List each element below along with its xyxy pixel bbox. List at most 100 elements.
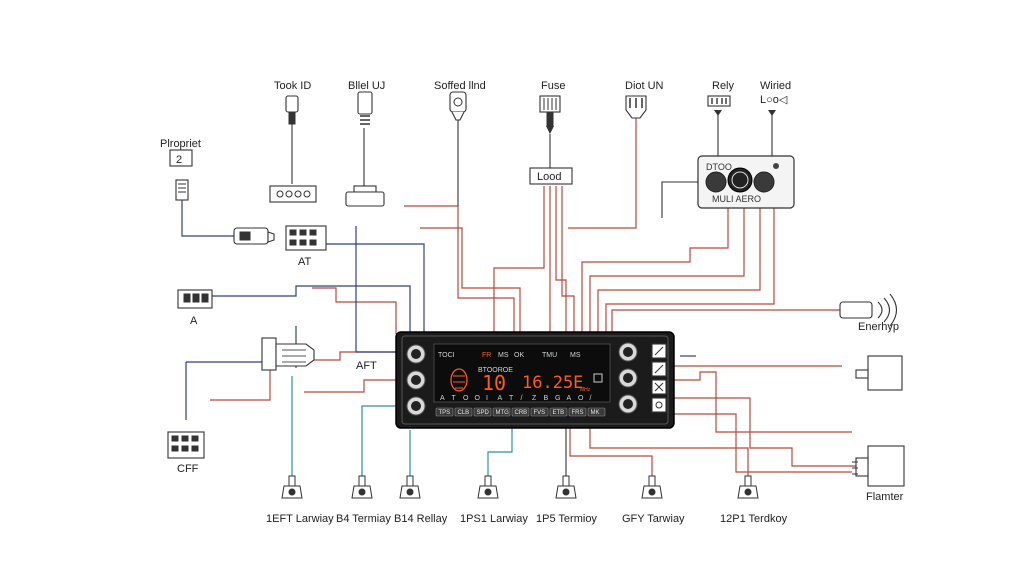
head-unit-button[interactable]: CRB xyxy=(511,407,530,417)
proprier-component[interactable]: 2 xyxy=(169,149,193,201)
wire-red-enerhyp xyxy=(611,309,840,332)
display-digit: A xyxy=(440,395,445,402)
top-components xyxy=(269,91,776,207)
terminal-label: 1PS1 Larwiay xyxy=(460,513,528,525)
wire-red-1 xyxy=(404,205,515,332)
module-title: DTOO xyxy=(706,162,732,172)
head-unit-button[interactable]: MTG xyxy=(492,407,511,417)
head-unit-button-label: FRS xyxy=(572,410,584,416)
display-digit: B xyxy=(544,395,549,402)
label-diot-un: Diot UN xyxy=(625,80,664,92)
at-block[interactable] xyxy=(285,225,327,251)
side-switches xyxy=(651,343,667,413)
display-digit: O xyxy=(578,395,584,402)
head-unit-button[interactable]: FRS xyxy=(568,407,587,417)
wire-red-left-1 xyxy=(310,351,396,361)
label-rely: Rely xyxy=(712,80,735,92)
display-digit: T xyxy=(509,395,514,402)
display-top-label: FR xyxy=(482,352,491,359)
head-unit-button[interactable]: ETB xyxy=(549,407,568,417)
wire-red-5 xyxy=(555,186,567,332)
terminal-connector[interactable] xyxy=(281,475,303,499)
bllel-uj-base[interactable] xyxy=(345,185,385,207)
display-digit: I xyxy=(486,395,488,402)
flamter-box[interactable] xyxy=(852,445,905,487)
soffed-lind-sensor[interactable] xyxy=(449,91,467,121)
label-at: AT xyxy=(298,256,312,268)
head-unit-button[interactable]: SPD xyxy=(473,407,492,417)
right-components xyxy=(839,293,905,487)
wire-red-left-4 xyxy=(312,287,397,334)
label-flamter: Flamter xyxy=(866,491,904,503)
display-digit: O xyxy=(463,395,469,402)
left-components: 2 xyxy=(167,149,327,459)
head-unit-button[interactable]: FVS xyxy=(530,407,549,417)
wire-red-2 xyxy=(420,227,521,332)
aft-connector[interactable] xyxy=(261,337,315,371)
terminal-label: 1P5 Termioy xyxy=(536,513,597,525)
wire-red-9 xyxy=(597,208,761,332)
terminal-connector[interactable] xyxy=(737,475,759,499)
terminal-label: 12P1 Terdkoy xyxy=(720,513,788,525)
wire-red-gfy xyxy=(569,428,653,486)
diot-un-component[interactable] xyxy=(625,95,647,119)
wire-module-left xyxy=(661,181,698,218)
wire-navy-prop xyxy=(181,200,234,237)
a-connector[interactable] xyxy=(177,289,213,309)
took-id-connector[interactable] xyxy=(285,95,299,125)
wired-component[interactable] xyxy=(768,110,776,116)
display-digit: / xyxy=(590,395,592,402)
display-channel: 10 xyxy=(482,371,506,395)
display-subtext: BTOOROE xyxy=(478,367,513,374)
terminal-connector[interactable] xyxy=(477,475,499,499)
wire-navy-left xyxy=(355,226,396,353)
terminal-connector[interactable] xyxy=(399,475,421,499)
terminal-connector[interactable] xyxy=(351,475,373,499)
left-knobs xyxy=(406,344,426,416)
label-wired-code: L○o◁ xyxy=(760,94,788,106)
terminal-connector[interactable] xyxy=(641,475,663,499)
label-fuse-block: Lood xyxy=(537,171,561,183)
display-top-label: OK xyxy=(514,352,524,359)
took-id-block[interactable] xyxy=(269,185,317,203)
display-digit: / xyxy=(521,395,523,402)
display-top-label: MS xyxy=(570,352,581,359)
right-knobs xyxy=(618,342,638,414)
head-unit-button[interactable]: CLB xyxy=(454,407,473,417)
wire-teal-b4 xyxy=(361,405,396,480)
wire-red-6 xyxy=(561,186,575,332)
wire-navy-at xyxy=(326,243,425,336)
wire-red-left-2 xyxy=(210,370,271,401)
label-bllel-uj: Bllel UJ xyxy=(348,80,385,92)
head-unit-button-label: FVS xyxy=(534,410,546,416)
display-digit: O xyxy=(475,395,481,402)
head-unit-button-label: TPS xyxy=(439,410,451,416)
terminal-connector[interactable] xyxy=(555,475,577,499)
head-unit-button-label: MK xyxy=(591,410,600,416)
muli-aero-module[interactable]: DTOO MULI AERO xyxy=(697,155,795,209)
terminal-label: GFY Tarwiay xyxy=(622,513,685,525)
head-unit-button[interactable]: MK xyxy=(587,407,606,417)
right-box-1[interactable] xyxy=(855,355,903,391)
fuse-component[interactable] xyxy=(539,95,561,134)
cff-block[interactable] xyxy=(167,431,205,459)
terminal-label: 1EFT Larwiay xyxy=(266,513,334,525)
fuse-lood-block[interactable] xyxy=(529,167,573,185)
wire-red-7 xyxy=(581,208,729,332)
wire-red-12p1 xyxy=(589,428,749,478)
head-unit-button[interactable]: TPS xyxy=(435,407,454,417)
bllel-uj-connector[interactable] xyxy=(357,91,373,125)
wire-red-left-3 xyxy=(304,379,396,393)
label-took-id: Took ID xyxy=(274,80,311,92)
switch-4[interactable] xyxy=(651,397,667,413)
proprier-number: 2 xyxy=(176,154,182,166)
display-frequency: 16.25E xyxy=(522,373,583,393)
plug-connector[interactable] xyxy=(233,227,275,245)
enerhyp-component[interactable] xyxy=(839,293,898,327)
label-proprier: Plropriet xyxy=(160,138,201,150)
rely-component[interactable] xyxy=(707,95,731,116)
label-cff: CFF xyxy=(177,463,199,475)
